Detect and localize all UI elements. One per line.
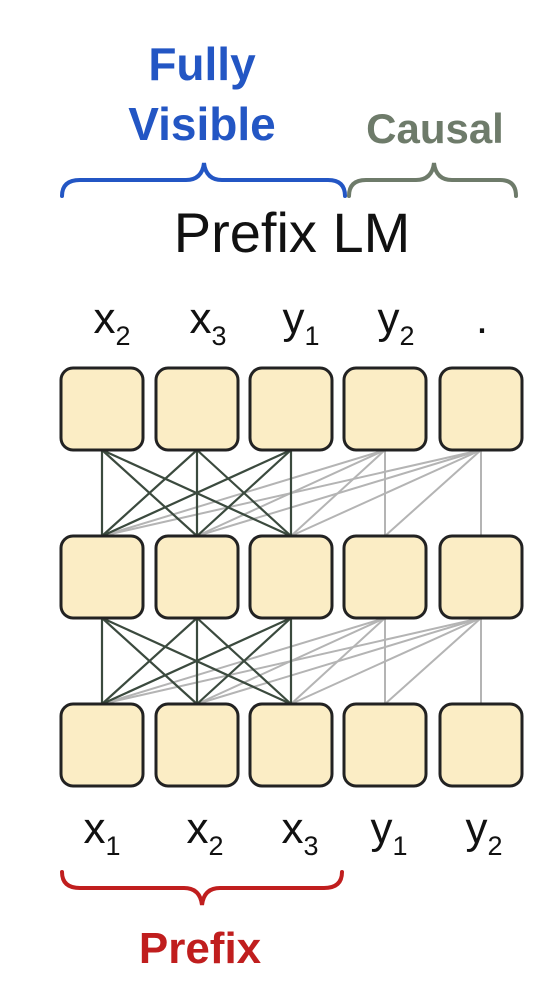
attention-connections (100, 448, 482, 706)
token-box (154, 702, 240, 788)
prefix-connection (196, 449, 292, 537)
token-boxes (59, 366, 524, 788)
token-box (342, 366, 428, 452)
token-box (59, 366, 145, 452)
output-token: x3 (189, 294, 226, 351)
output-token: y2 (377, 294, 414, 351)
input-token: y2 (465, 804, 502, 861)
input-token: x3 (281, 804, 318, 861)
input-token-row: x1 x2 x3 y1 y2 (83, 804, 502, 861)
token-box (154, 366, 240, 452)
token-box (438, 534, 524, 620)
fully-visible-label-line-2: Visible (128, 98, 275, 150)
prefix-connection (101, 448, 292, 538)
input-token: x2 (186, 804, 223, 861)
input-token: y1 (370, 804, 407, 861)
output-token: . (476, 294, 488, 343)
token-box (154, 534, 240, 620)
causal-label: Causal (366, 105, 504, 152)
fully-visible-label-line-1: Fully (148, 38, 256, 90)
token-box (438, 366, 524, 452)
causal-connection (290, 617, 482, 705)
token-box (342, 702, 428, 788)
token-box (248, 366, 334, 452)
output-token-row: x2 x3 y1 y2 . (93, 294, 488, 351)
token-box (248, 702, 334, 788)
causal-connection (196, 617, 482, 705)
prefix-connection (101, 616, 292, 706)
output-token: y1 (282, 294, 319, 351)
causal-connection (384, 449, 482, 537)
output-token: x2 (93, 294, 130, 351)
causal-connection (196, 449, 482, 537)
prefix-connection (196, 617, 292, 705)
token-box (59, 534, 145, 620)
fully-visible-brace (60, 162, 347, 198)
input-token: x1 (83, 804, 120, 861)
token-box (342, 534, 428, 620)
causal-connection (384, 617, 482, 705)
prefix-connection (101, 617, 198, 705)
prefix-connection (101, 449, 198, 537)
prefix-label: Prefix (139, 924, 262, 973)
causal-connection (290, 449, 482, 537)
diagram-title: Prefix LM (174, 201, 411, 264)
token-box (59, 702, 145, 788)
prefix-brace (60, 870, 344, 906)
token-box (248, 534, 334, 620)
causal-brace (347, 162, 518, 198)
token-box (438, 702, 524, 788)
